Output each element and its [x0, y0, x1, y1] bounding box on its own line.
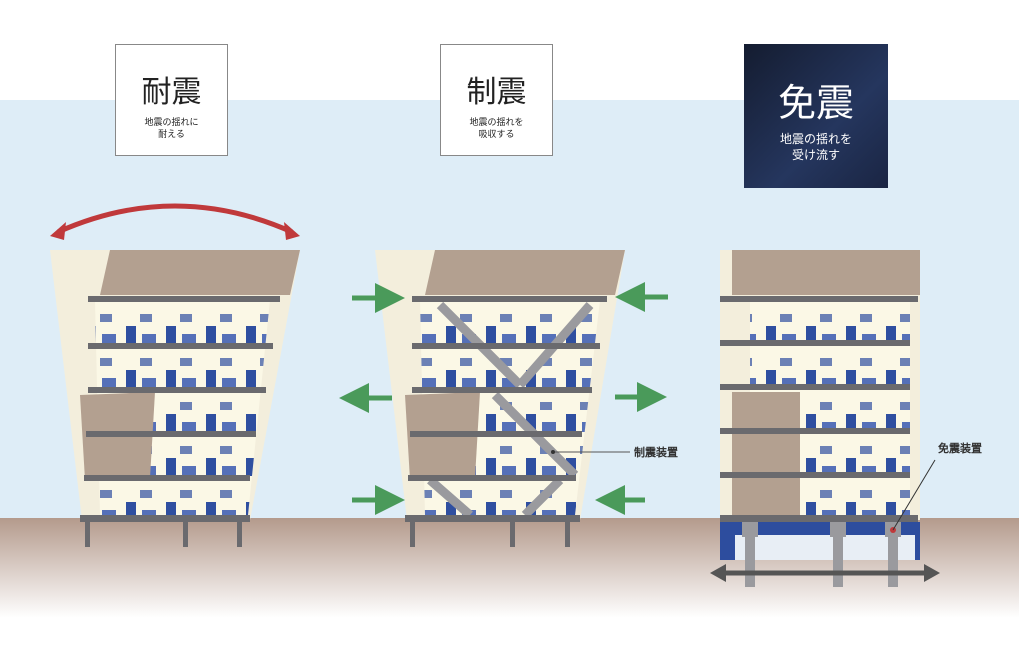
damper-callout: 制震装置 [634, 446, 678, 459]
panel-title: 免震 [777, 81, 854, 125]
panel-subtitle: 地震の揺れを 吸収する [469, 118, 524, 141]
panel-title: 耐震 [141, 75, 202, 110]
building-seishin [339, 250, 668, 547]
isolator-callout: 免震装置 [938, 442, 982, 455]
panel-card-seishin: 制震 地震の揺れを 吸収する [440, 44, 553, 156]
force-arrows-icon [339, 282, 668, 515]
panel-title: 制震 [466, 75, 527, 110]
panel-subtitle: 地震の揺れを 受け流す [779, 132, 852, 163]
panel-card-menshin: 免震 地震の揺れを 受け流す [744, 44, 888, 188]
building-taishin [50, 203, 300, 547]
building-menshin [710, 250, 940, 587]
panel-card-taishin: 耐震 地震の揺れに 耐える [115, 44, 228, 156]
panel-subtitle: 地震の揺れに 耐える [144, 118, 199, 141]
sway-arrow-icon [56, 203, 294, 235]
